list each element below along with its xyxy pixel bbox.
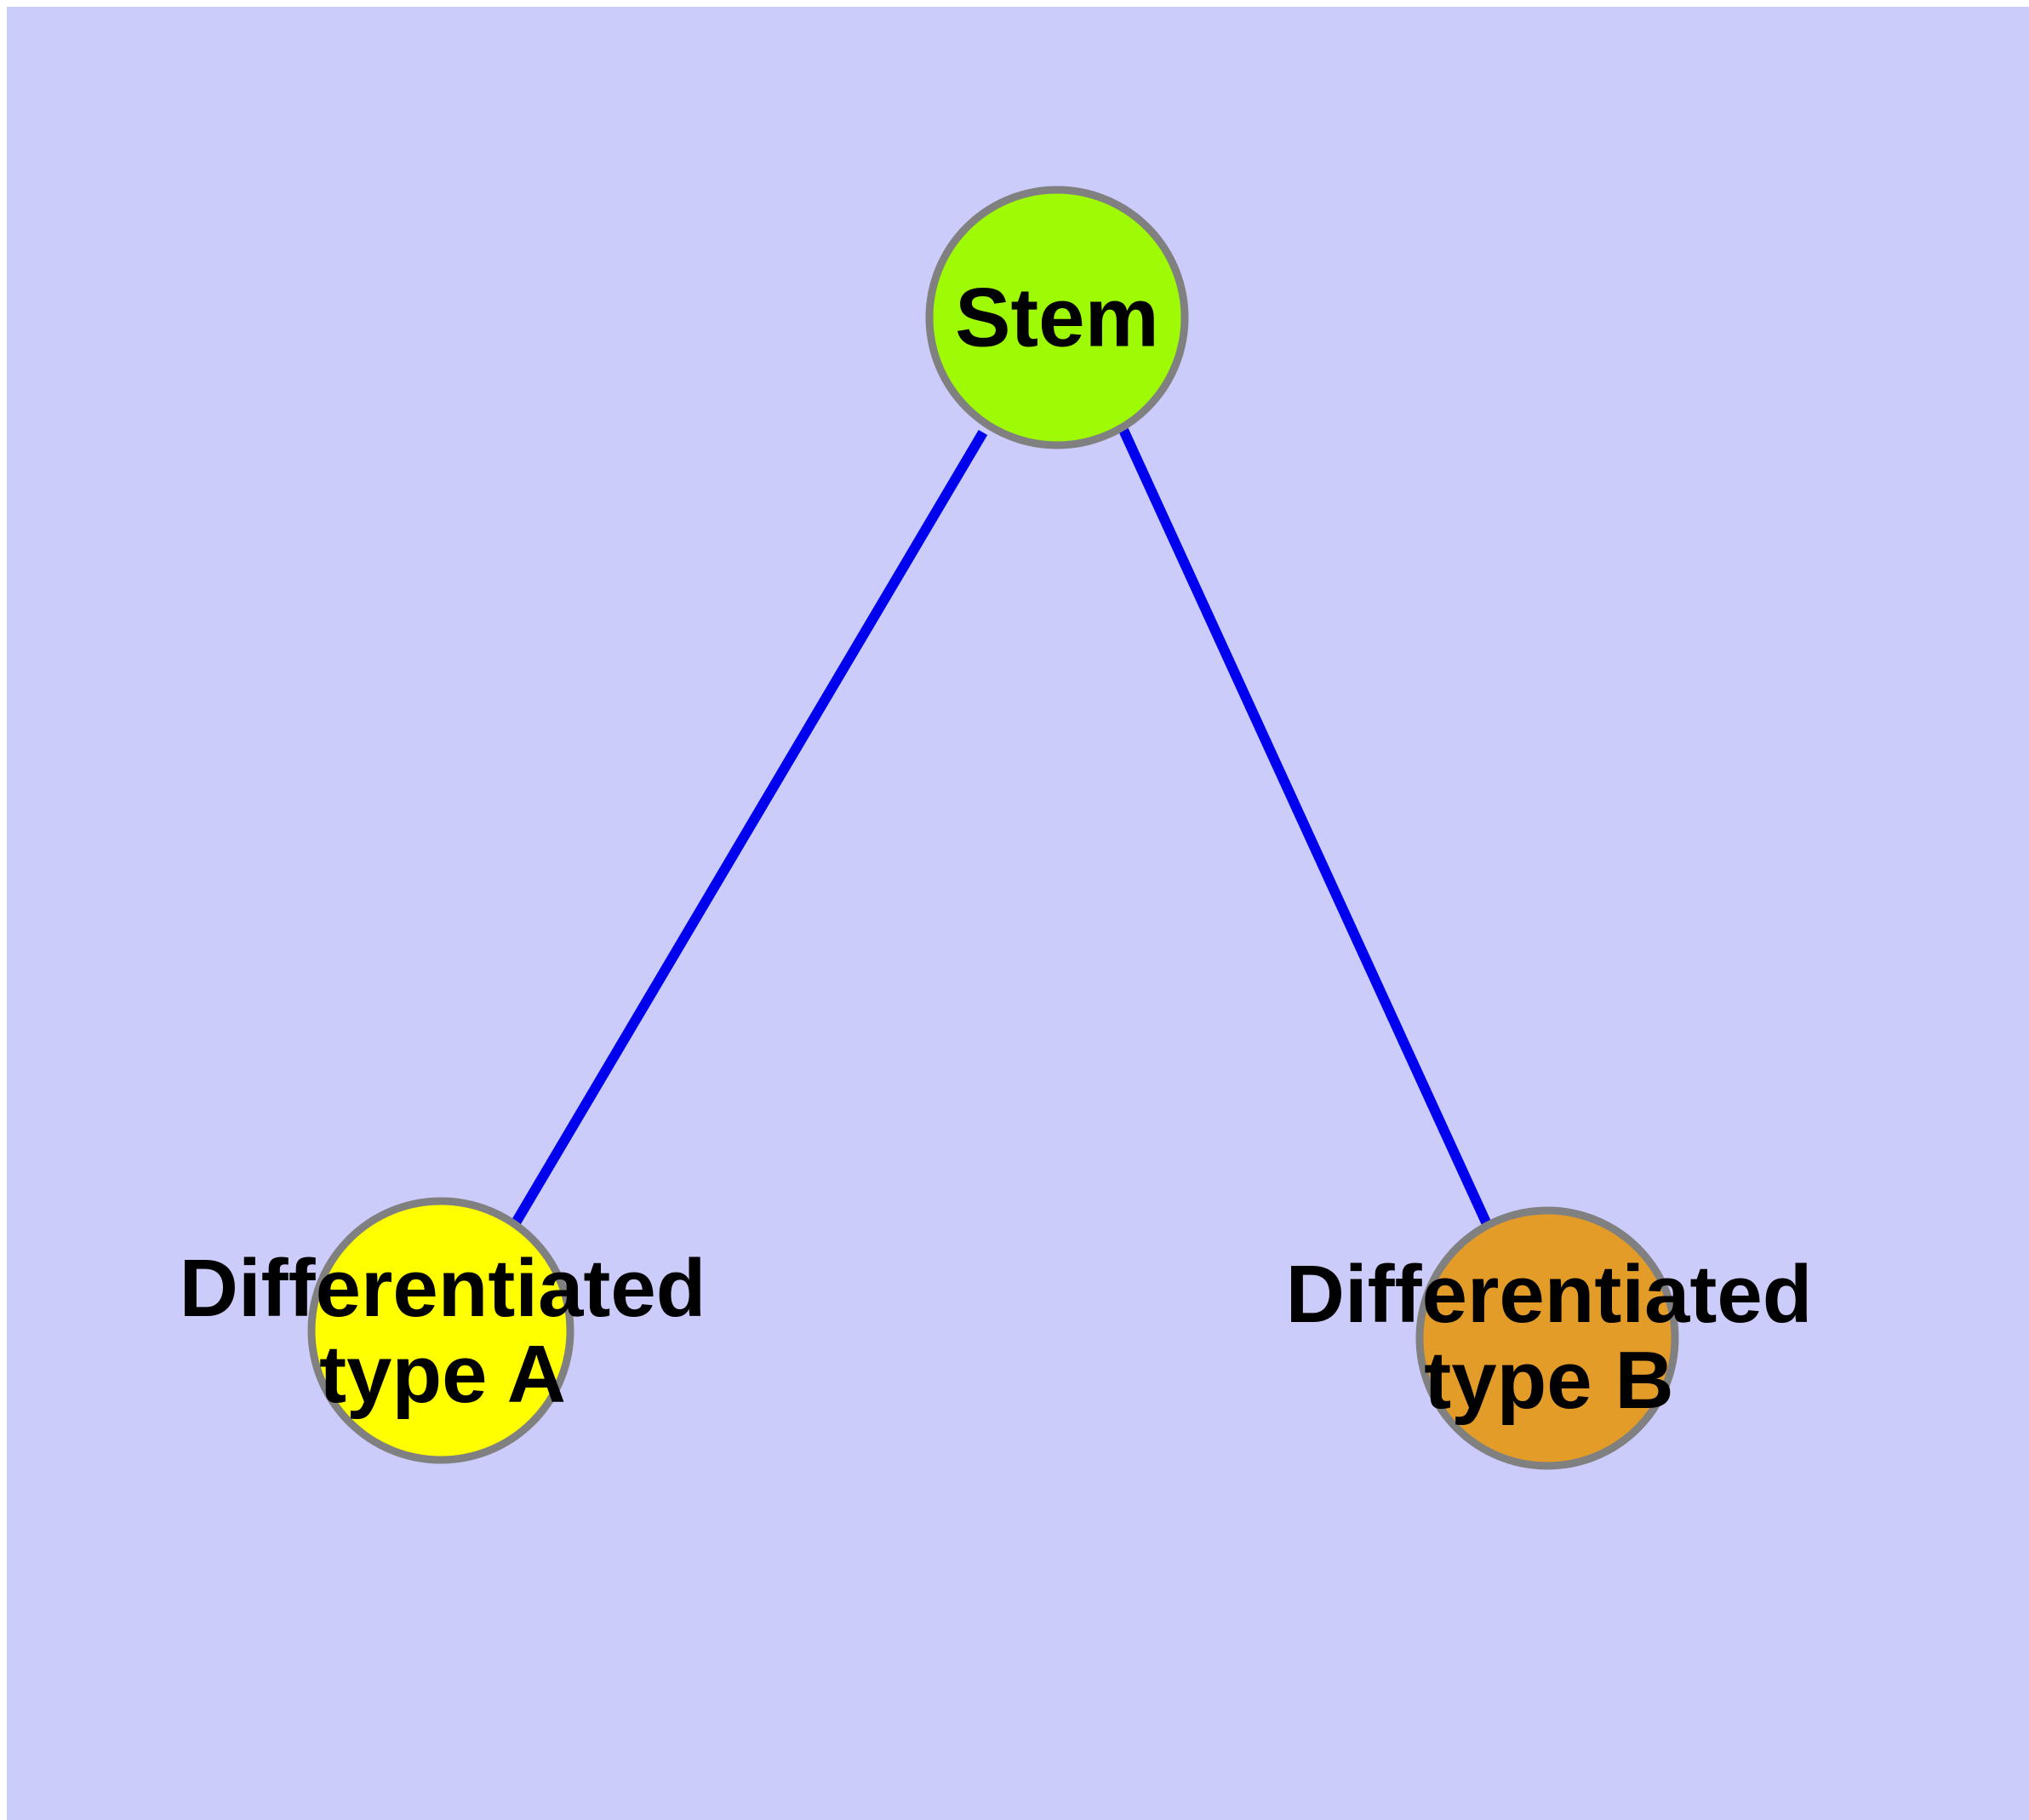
node-differentiated-type-b[interactable] <box>1415 1206 1679 1470</box>
node-stem[interactable] <box>925 186 1189 449</box>
edge-stem-to-type-b <box>1118 427 1492 1227</box>
edge-stem-to-type-a <box>510 429 988 1228</box>
edge-layer <box>510 427 1492 1228</box>
node-differentiated-type-a[interactable] <box>307 1197 574 1464</box>
node-layer <box>307 186 1679 1470</box>
